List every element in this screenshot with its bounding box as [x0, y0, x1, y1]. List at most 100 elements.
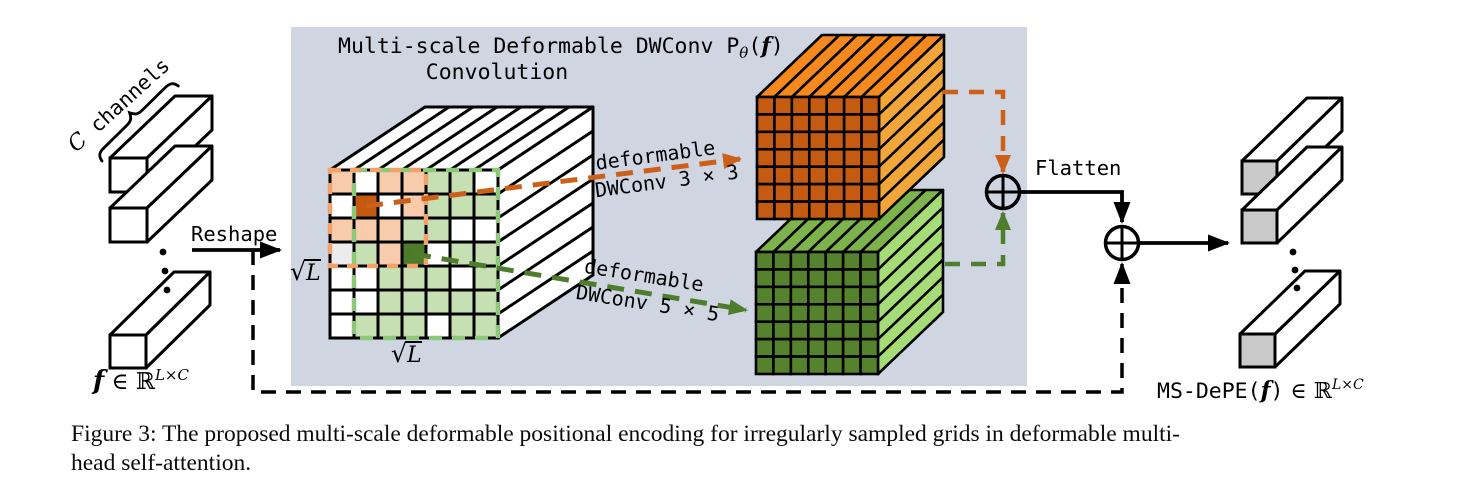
token-bar	[1240, 145, 1344, 245]
cube-cell	[448, 168, 476, 196]
svg-text:√L: √L	[290, 257, 321, 286]
cube-cell	[789, 285, 810, 306]
cube-cell	[807, 200, 829, 221]
cube-cell	[859, 337, 880, 358]
cube-cell	[842, 200, 863, 221]
right-hatch-line	[877, 276, 944, 341]
cube-cell	[790, 200, 811, 221]
orange-branch-to-sum	[943, 89, 1011, 174]
right-hatch-line	[878, 51, 945, 116]
figure-caption: Figure 3: The proposed multi-scale defor…	[71, 420, 1471, 478]
cube-cell	[755, 165, 776, 186]
paren-close: )	[1270, 379, 1283, 404]
right-hatch-line	[878, 103, 945, 168]
cube-cell	[825, 165, 846, 186]
cube-cell	[859, 355, 880, 376]
cube-cell	[352, 312, 380, 340]
cube-cell	[448, 192, 476, 220]
cube-cell	[424, 168, 452, 196]
token-bar	[1238, 269, 1342, 369]
cube-cell	[328, 216, 356, 244]
cube-cell	[825, 130, 846, 151]
cube-cell	[772, 355, 793, 376]
cube-cell	[825, 147, 846, 169]
right-hatch-line	[877, 206, 944, 271]
sqrt-l-symbol: L	[305, 261, 321, 286]
cube-cell	[773, 200, 794, 221]
cube-cell	[773, 113, 794, 134]
cube-cell	[376, 168, 404, 196]
cube-cell	[790, 113, 811, 134]
cube-cell	[773, 182, 794, 203]
cube-cell	[754, 355, 775, 376]
top-hatch-line	[449, 105, 546, 172]
cube-cell	[772, 320, 793, 341]
ms-depe-text: MS-DePE	[1157, 379, 1248, 404]
cube-cell	[841, 337, 862, 358]
cube-cell	[790, 130, 811, 151]
cube-cell	[352, 240, 380, 268]
c-channels-brace	[98, 82, 180, 163]
cube-cell	[772, 337, 793, 358]
input-ellipsis-dots	[159, 248, 171, 294]
cube-cell	[754, 337, 775, 358]
cube-cell	[754, 268, 775, 289]
cube-cell	[859, 285, 880, 306]
cube-cell	[754, 302, 775, 324]
svg-text:√L: √L	[391, 339, 422, 368]
cube-cell	[789, 302, 810, 324]
right-hatch-line	[877, 223, 944, 288]
title-theta-subscript: θ	[739, 44, 748, 62]
cube-cell	[790, 182, 811, 203]
cube-cell	[376, 264, 404, 292]
cube-cell	[806, 337, 828, 358]
cube-cell	[859, 250, 880, 271]
deformable-5x5-arrow	[413, 251, 748, 316]
cube-cell	[472, 312, 500, 340]
dims-superscript: L×C	[1331, 377, 1364, 393]
cube-cell	[400, 216, 428, 244]
cube-cell	[400, 312, 428, 340]
right-hatch-line	[878, 86, 945, 151]
right-hatch-line	[878, 68, 945, 133]
cube-cell	[772, 250, 793, 271]
real-numbers: ℝ	[1314, 379, 1333, 404]
panel-title-line1: Multi-scale Deformable DWConv Pθ(f)	[338, 33, 784, 62]
cube-cell	[825, 95, 846, 116]
caption-line2: head self-attention.	[71, 450, 252, 476]
sqrt-l-bottom-label: √L	[391, 339, 422, 368]
cube-cell	[424, 312, 452, 340]
cube-cell	[842, 95, 863, 116]
bar-front-face	[108, 333, 148, 370]
cube-cell	[841, 355, 862, 376]
conv5-output-cube	[754, 188, 945, 376]
cube-cell	[352, 264, 380, 292]
title-paren-close: )	[771, 34, 784, 59]
cube-cell	[790, 165, 811, 186]
cube-cell	[824, 320, 845, 341]
cube-cell	[860, 95, 881, 116]
right-hatch-line	[497, 225, 594, 292]
cube-cell	[328, 192, 356, 220]
input-token-bars	[108, 94, 214, 370]
cube-cell	[424, 240, 452, 268]
title-part1: Multi-scale Deformable	[338, 34, 636, 59]
cube-cell	[755, 200, 776, 221]
diagram-svg: Multi-scale Deformable DWConv Pθ(f) Conv…	[63, 27, 1364, 404]
conv3-output-cube	[755, 33, 946, 221]
top-hatch-line	[843, 34, 911, 98]
cube-cell	[825, 113, 846, 134]
top-hatch-line	[473, 105, 570, 172]
cube-cell	[860, 182, 881, 203]
cube-cell	[806, 302, 828, 324]
top-hatch-line	[773, 34, 841, 98]
token-bar	[108, 270, 212, 370]
cube-cell	[755, 95, 776, 116]
cube-cell	[472, 192, 500, 220]
cube-cell	[842, 130, 863, 151]
reshaped-feature-cube	[328, 105, 595, 340]
cube-cell	[472, 216, 500, 244]
cube-cell	[448, 216, 476, 244]
cube-cell	[807, 130, 829, 151]
cube-cell	[448, 288, 476, 316]
